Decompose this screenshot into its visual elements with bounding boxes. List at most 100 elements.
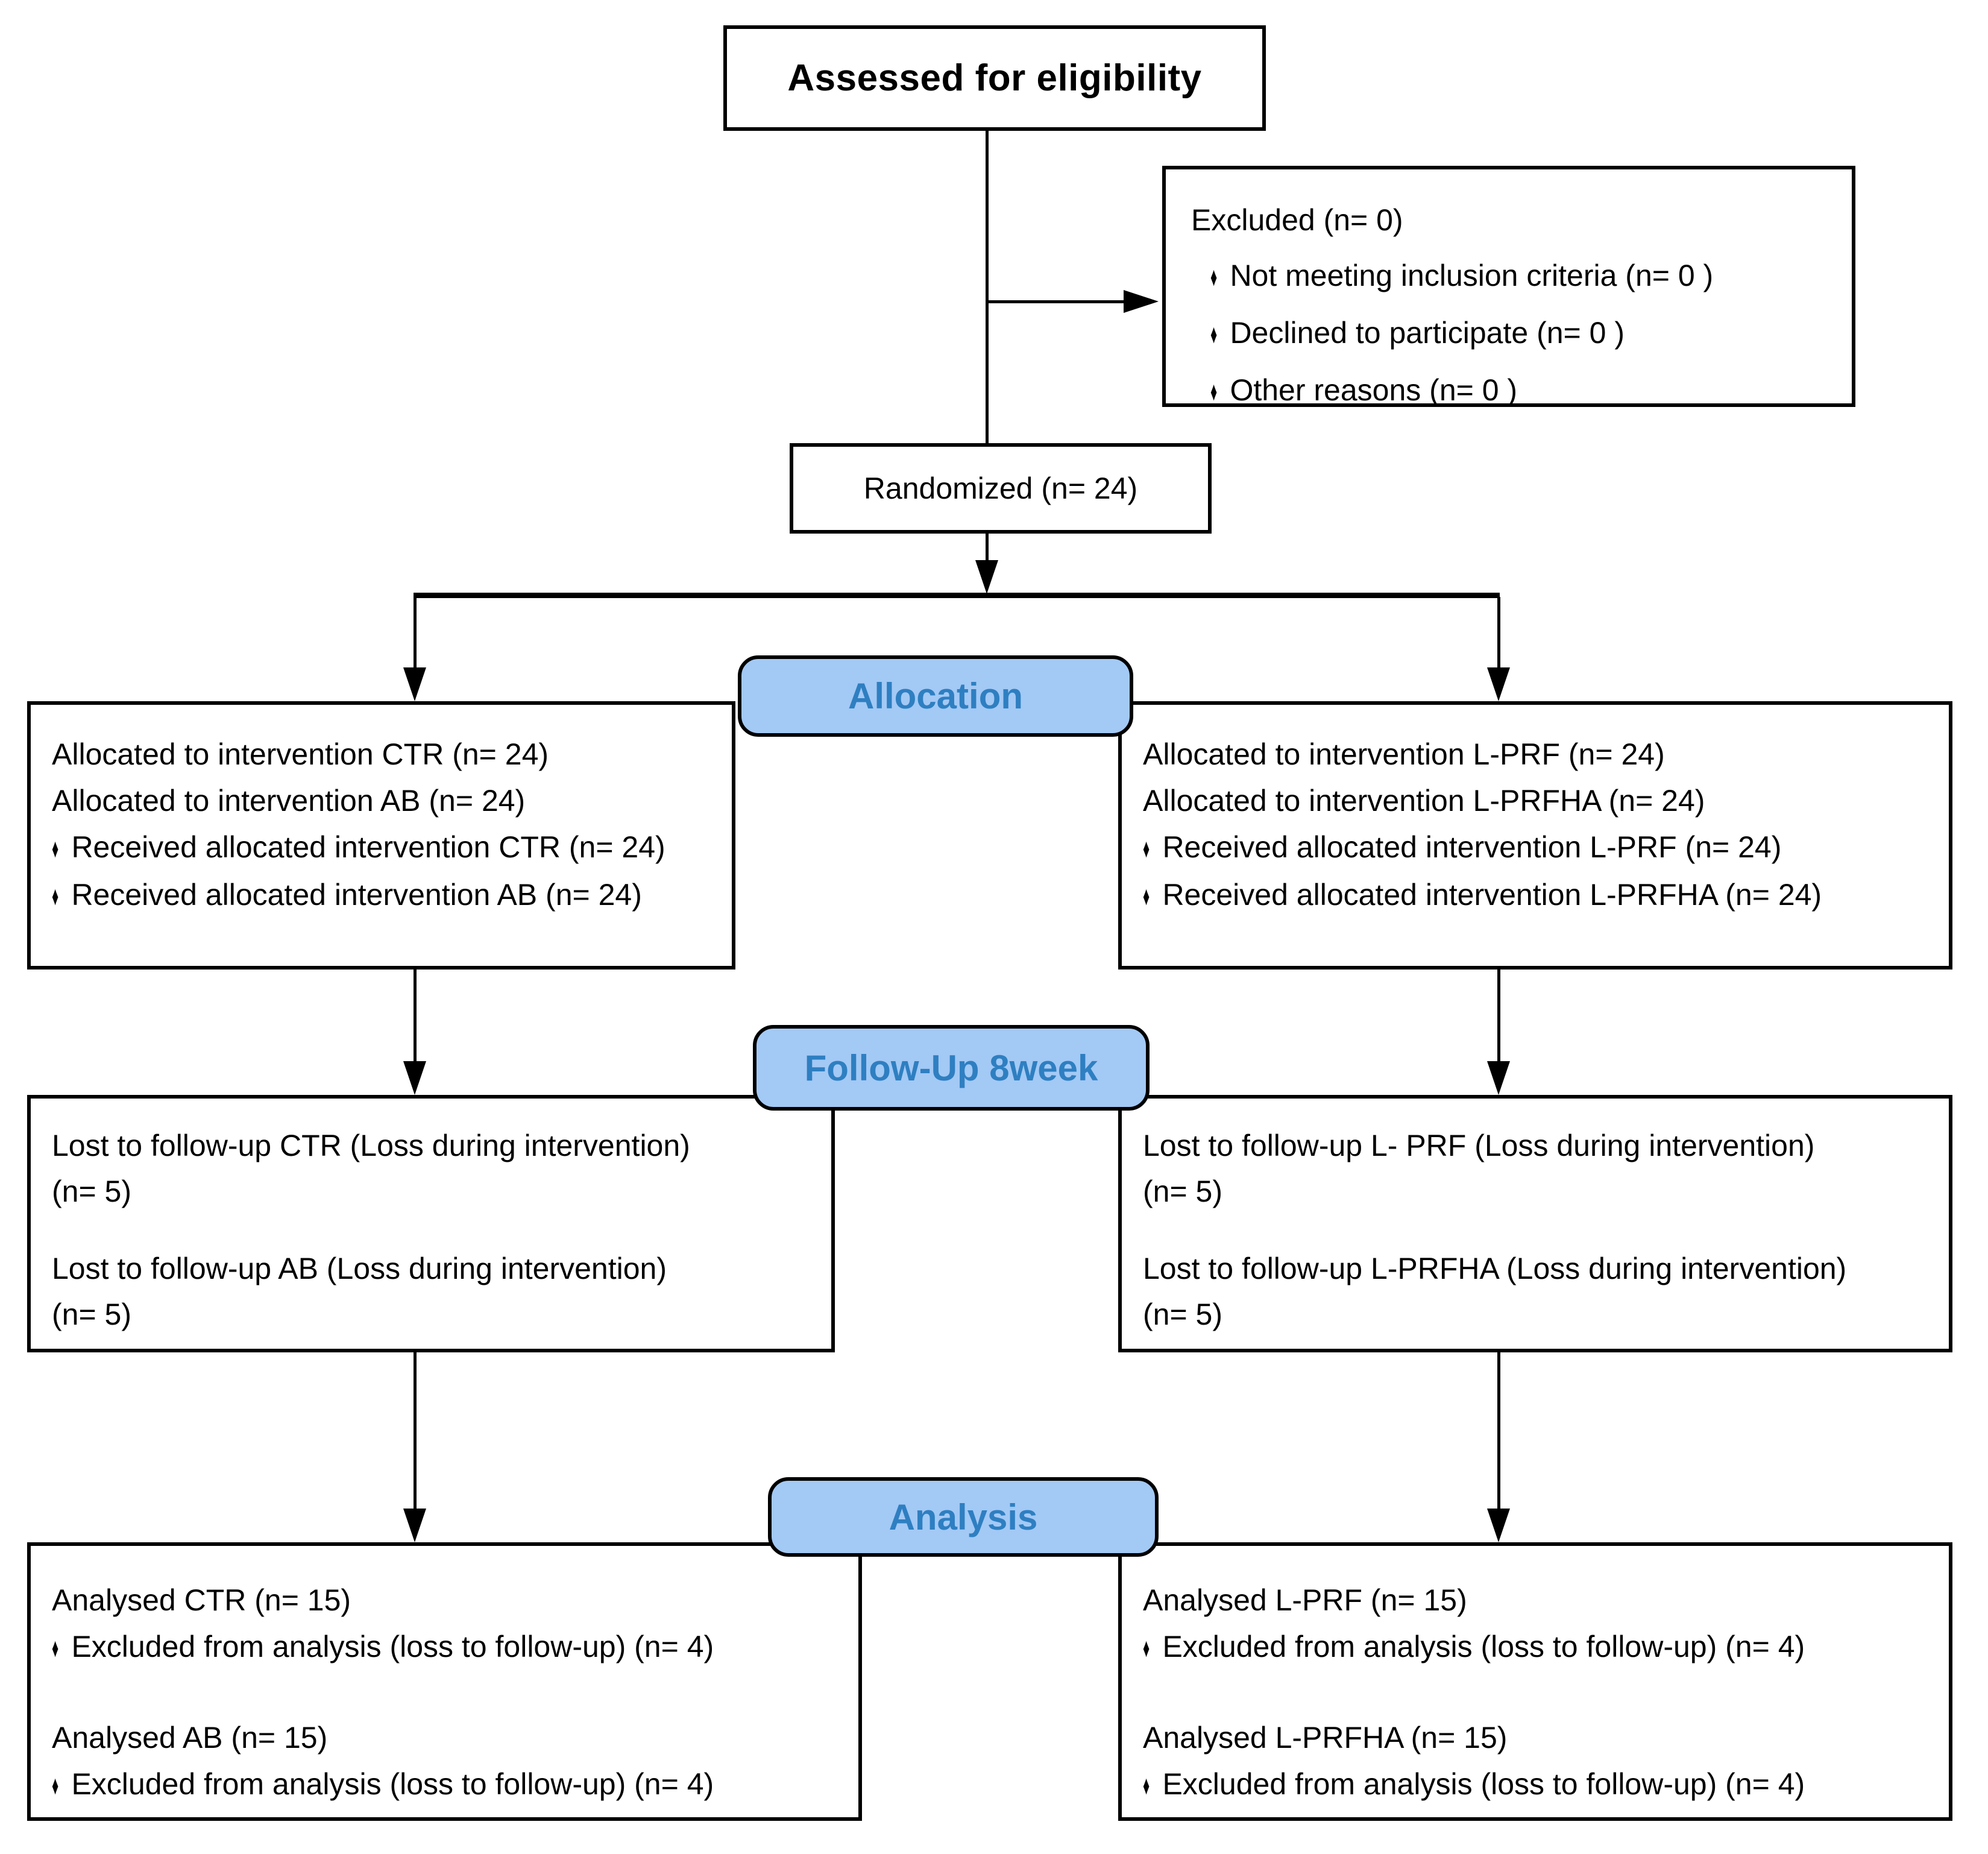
analysis-line: Analysed L-PRF (n= 15) [1143,1583,1467,1617]
alloc-line-text: Allocated to intervention CTR (n= 24) [52,737,549,771]
analysis-right-body: Analysed L-PRF (n= 15) ♦ Excluded from an… [1122,1546,1949,1809]
analysis-entry: Analysed AB (n= 15) ♦ Excluded from analy… [52,1715,849,1809]
arrowhead-alloc-left-icon [403,667,426,701]
connector-alloc-followup-left [414,966,417,1062]
alloc-line: Allocated to intervention CTR (n= 24) [52,731,722,778]
diamond-bullet-icon: ♦ [52,1633,59,1663]
alloc-line-text: Received allocated intervention L-PRF (n… [1162,830,1782,864]
followup-right-body: Lost to follow-up L- PRF (Loss during in… [1122,1099,1949,1337]
alloc-line: ♦ Received allocated intervention CTR (n=… [52,824,722,872]
excluded-title: Excluded (n= 0) [1191,192,1837,248]
followup-count: (n= 5) [1143,1297,1223,1331]
diamond-bullet-icon: ♦ [1210,320,1218,349]
alloc-line: Allocated to intervention AB (n= 24) [52,778,722,824]
diamond-bullet-icon: ♦ [52,834,59,863]
excluded-item-text: Declined to participate (n= 0 ) [1230,316,1625,350]
alloc-line: ♦ Received allocated intervention L-PRF (… [1143,824,1939,872]
followup-line: Lost to follow-up L- PRF (Loss during in… [1143,1129,1815,1162]
allocation-left-body: Allocated to intervention CTR (n= 24) Al… [31,705,732,919]
analysis-left-body: Analysed CTR (n= 15) ♦ Excluded from anal… [31,1546,858,1809]
diamond-bullet-icon: ♦ [1143,881,1150,911]
excluded-item: ♦ Not meeting inclusion criteria (n= 0 ) [1210,248,1837,305]
analysis-left-box: Analysed CTR (n= 15) ♦ Excluded from anal… [27,1542,862,1821]
followup-line: Lost to follow-up CTR (Loss during inter… [52,1129,690,1162]
followup-count: (n= 5) [52,1297,132,1331]
analysis-stage-text: Analysis [889,1496,1038,1537]
diamond-bullet-icon: ♦ [1143,1633,1150,1663]
diamond-bullet-icon: ♦ [52,881,59,911]
excluded-item-text: Other reasons (n= 0 ) [1230,373,1518,407]
arrowhead-followup-left-icon [403,1061,426,1095]
allocation-stage-label: Allocation [738,655,1133,737]
analysis-line: Analysed L-PRFHA (n= 15) [1143,1721,1508,1755]
analysis-excluded-line: ♦ Excluded from analysis (loss to follow-… [1143,1761,1939,1809]
alloc-line: ♦ Received allocated intervention AB (n= … [52,872,722,919]
analysis-excluded-line: ♦Excluded from analysis (loss to follow-… [52,1624,849,1671]
analysis-line: Analysed CTR (n= 15) [52,1583,351,1617]
connector-followup-analysis-right [1497,1349,1500,1510]
followup-left-box: Lost to follow-up CTR (Loss during inter… [27,1095,835,1352]
followup-line: Lost to follow-up AB (Loss during interv… [52,1252,667,1285]
analysis-excluded-text: Excluded from analysis (loss to follow-u… [71,1767,714,1801]
analysis-excluded-line: ♦ Excluded from analysis (loss to follow-… [52,1761,849,1809]
analysis-stage-label: Analysis [768,1477,1159,1557]
followup-entry: Lost to follow-up CTR (Loss during inter… [52,1123,822,1214]
analysis-entry: Analysed L-PRF (n= 15) ♦ Excluded from an… [1143,1577,1939,1671]
connector-split-left [414,597,417,668]
excluded-item: ♦ Declined to participate (n= 0 ) [1210,305,1837,362]
followup-count: (n= 5) [52,1175,132,1208]
excluded-item: ♦ Other reasons (n= 0 ) [1210,362,1837,420]
analysis-entry: Analysed CTR (n= 15) ♦Excluded from anal… [52,1577,849,1671]
analysis-entry: Analysed L-PRFHA (n= 15) ♦ Excluded from … [1143,1715,1939,1809]
alloc-line-text: Received allocated intervention L-PRFHA … [1162,878,1822,912]
followup-count: (n= 5) [1143,1175,1223,1208]
connector-randomized-split [986,534,989,563]
arrowhead-split-icon [975,560,998,594]
alloc-line: Allocated to intervention L-PRF (n= 24) [1143,731,1939,778]
analysis-excluded-text: Excluded from analysis (loss to follow-u… [1162,1630,1805,1663]
diamond-bullet-icon: ♦ [1210,377,1218,406]
alloc-line-text: Allocated to intervention L-PRFHA (n= 24… [1143,784,1705,818]
randomized-label: Randomized (n= 24) [863,471,1138,505]
alloc-line-text: Received allocated intervention AB (n= 2… [71,878,642,912]
connector-split-right [1497,597,1500,668]
excluded-item-text: Not meeting inclusion criteria (n= 0 ) [1230,259,1714,292]
analysis-excluded-line: ♦ Excluded from analysis (loss to follow-… [1143,1624,1939,1671]
followup-right-box: Lost to follow-up L- PRF (Loss during in… [1118,1095,1952,1352]
followup-entry: Lost to follow-up L-PRFHA (Loss during i… [1143,1246,1939,1337]
alloc-line-text: Allocated to intervention AB (n= 24) [52,784,526,818]
diamond-bullet-icon: ♦ [1143,1771,1150,1800]
followup-stage-text: Follow-Up 8week [804,1047,1098,1088]
split-bar [414,593,1500,598]
excluded-box: Excluded (n= 0) ♦ Not meeting inclusion c… [1162,166,1855,407]
excluded-body: Excluded (n= 0) ♦ Not meeting inclusion c… [1166,169,1852,420]
allocation-left-box: Allocated to intervention CTR (n= 24) Al… [27,701,735,970]
arrowhead-alloc-right-icon [1487,667,1510,701]
alloc-line: ♦ Received allocated intervention L-PRFHA… [1143,872,1939,919]
connector-branch-excluded [987,300,1125,303]
diamond-bullet-icon: ♦ [1210,262,1218,292]
alloc-line: Allocated to intervention L-PRFHA (n= 24… [1143,778,1939,824]
alloc-line-text: Received allocated intervention CTR (n= … [71,830,665,864]
connector-followup-analysis-left [414,1349,417,1510]
arrowhead-excluded-icon [1124,290,1159,313]
analysis-line: Analysed AB (n= 15) [52,1721,328,1755]
followup-stage-label: Follow-Up 8week [753,1025,1150,1111]
randomized-box: Randomized (n= 24) [790,443,1212,534]
excluded-title-text: Excluded (n= 0) [1191,203,1403,237]
diamond-bullet-icon: ♦ [52,1771,59,1800]
analysis-excluded-text: Excluded from analysis (loss to follow-u… [1162,1767,1805,1801]
arrowhead-analysis-right-icon [1487,1509,1510,1542]
followup-line: Lost to follow-up L-PRFHA (Loss during i… [1143,1252,1847,1285]
arrowhead-analysis-left-icon [403,1509,426,1542]
followup-left-body: Lost to follow-up CTR (Loss during inter… [31,1099,831,1337]
assessed-box: Assessed for eligibility [723,25,1266,131]
assessed-label: Assessed for eligibility [787,57,1202,99]
followup-entry: Lost to follow-up AB (Loss during interv… [52,1246,822,1337]
connector-alloc-followup-right [1497,966,1500,1062]
diamond-bullet-icon: ♦ [1143,834,1150,863]
allocation-right-box: Allocated to intervention L-PRF (n= 24) … [1118,701,1952,970]
allocation-right-body: Allocated to intervention L-PRF (n= 24) … [1122,705,1949,919]
connector-assessed-randomized [986,131,989,443]
